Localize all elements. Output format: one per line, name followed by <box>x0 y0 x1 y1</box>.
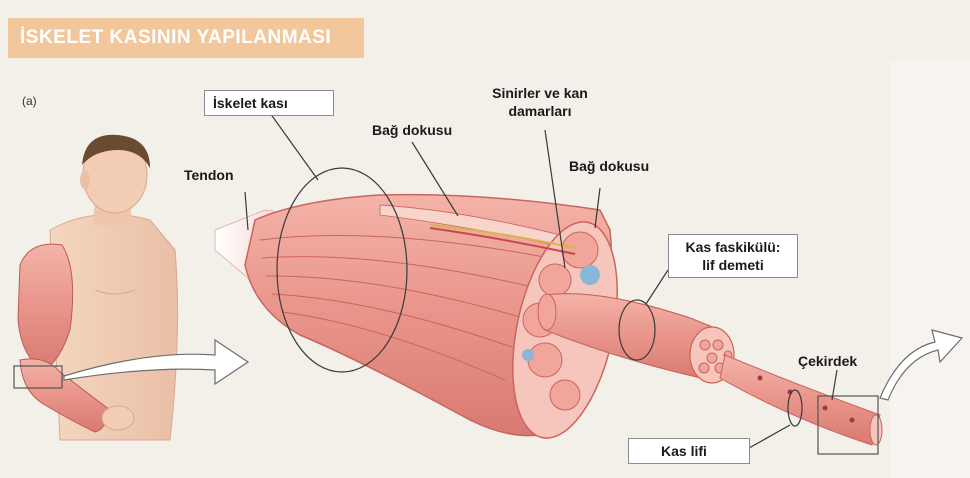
label-sinirler-ve-kan-damarlari: Sinirler ve kan damarları <box>475 84 605 120</box>
label-tendon: Tendon <box>184 166 234 184</box>
human-figure <box>14 135 178 440</box>
label-kas-faskikulu-line1: Kas faskikülü: <box>677 238 789 256</box>
label-kas-lifi: Kas lifi <box>628 438 750 464</box>
label-sinirler-line1: Sinirler ve kan <box>475 84 605 102</box>
label-kas-faskikulu-line2: lif demeti <box>677 256 789 274</box>
background-panel <box>890 60 970 478</box>
label-bag-dokusu-1: Bağ dokusu <box>372 121 452 139</box>
label-sinirler-line2: damarları <box>475 102 605 120</box>
label-iskelet-kasi: İskelet kası <box>204 90 334 116</box>
label-bag-dokusu-2: Bağ dokusu <box>569 157 649 175</box>
label-cekirdek: Çekirdek <box>798 352 857 370</box>
label-kas-faskikulu: Kas faskikülü: lif demeti <box>668 234 798 278</box>
